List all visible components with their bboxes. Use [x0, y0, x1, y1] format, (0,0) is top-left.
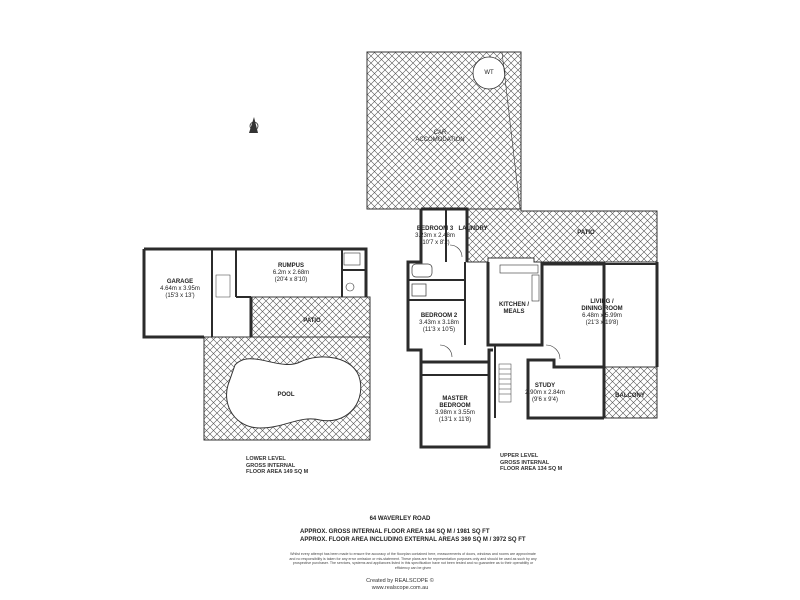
floor-area-summary: APPROX. GROSS INTERNAL FLOOR AREA 184 SQ…: [300, 529, 526, 543]
upper-level: [366, 51, 659, 449]
stairs-icon: [498, 363, 512, 403]
kitchen-meals-label: KITCHEN /MEALS: [499, 302, 529, 315]
lower-patio-area: [250, 296, 371, 338]
upper-patio-area: [466, 208, 658, 263]
car-accommodation-label: CAR ACCOMODATION: [415, 130, 465, 143]
balcony-area: [603, 366, 658, 419]
north-arrow-icon: [249, 117, 259, 133]
bathtub-icon: [411, 263, 433, 278]
laundry-label: LAUNDRY: [458, 226, 488, 232]
pool-label: POOL: [277, 392, 295, 398]
lower-level: [142, 247, 371, 441]
vanity-icon: [411, 283, 427, 297]
pool-shape: [226, 356, 362, 429]
disclaimer-text: Whilst every attempt has been made to en…: [289, 552, 537, 570]
water-tank-label: WT: [484, 70, 494, 76]
credit-text: Created by REALSCOPE ©www.realscope.com.…: [366, 578, 434, 591]
upper-patio-label: PATIO: [577, 230, 595, 236]
lower-patio-label: PATIO: [303, 318, 321, 324]
water-tank-icon: [472, 56, 506, 90]
lower-stairs-icon: [215, 274, 231, 298]
balcony-label: BALCONY: [615, 393, 645, 399]
address-title: 64 WAVERLEY ROAD: [369, 516, 431, 522]
